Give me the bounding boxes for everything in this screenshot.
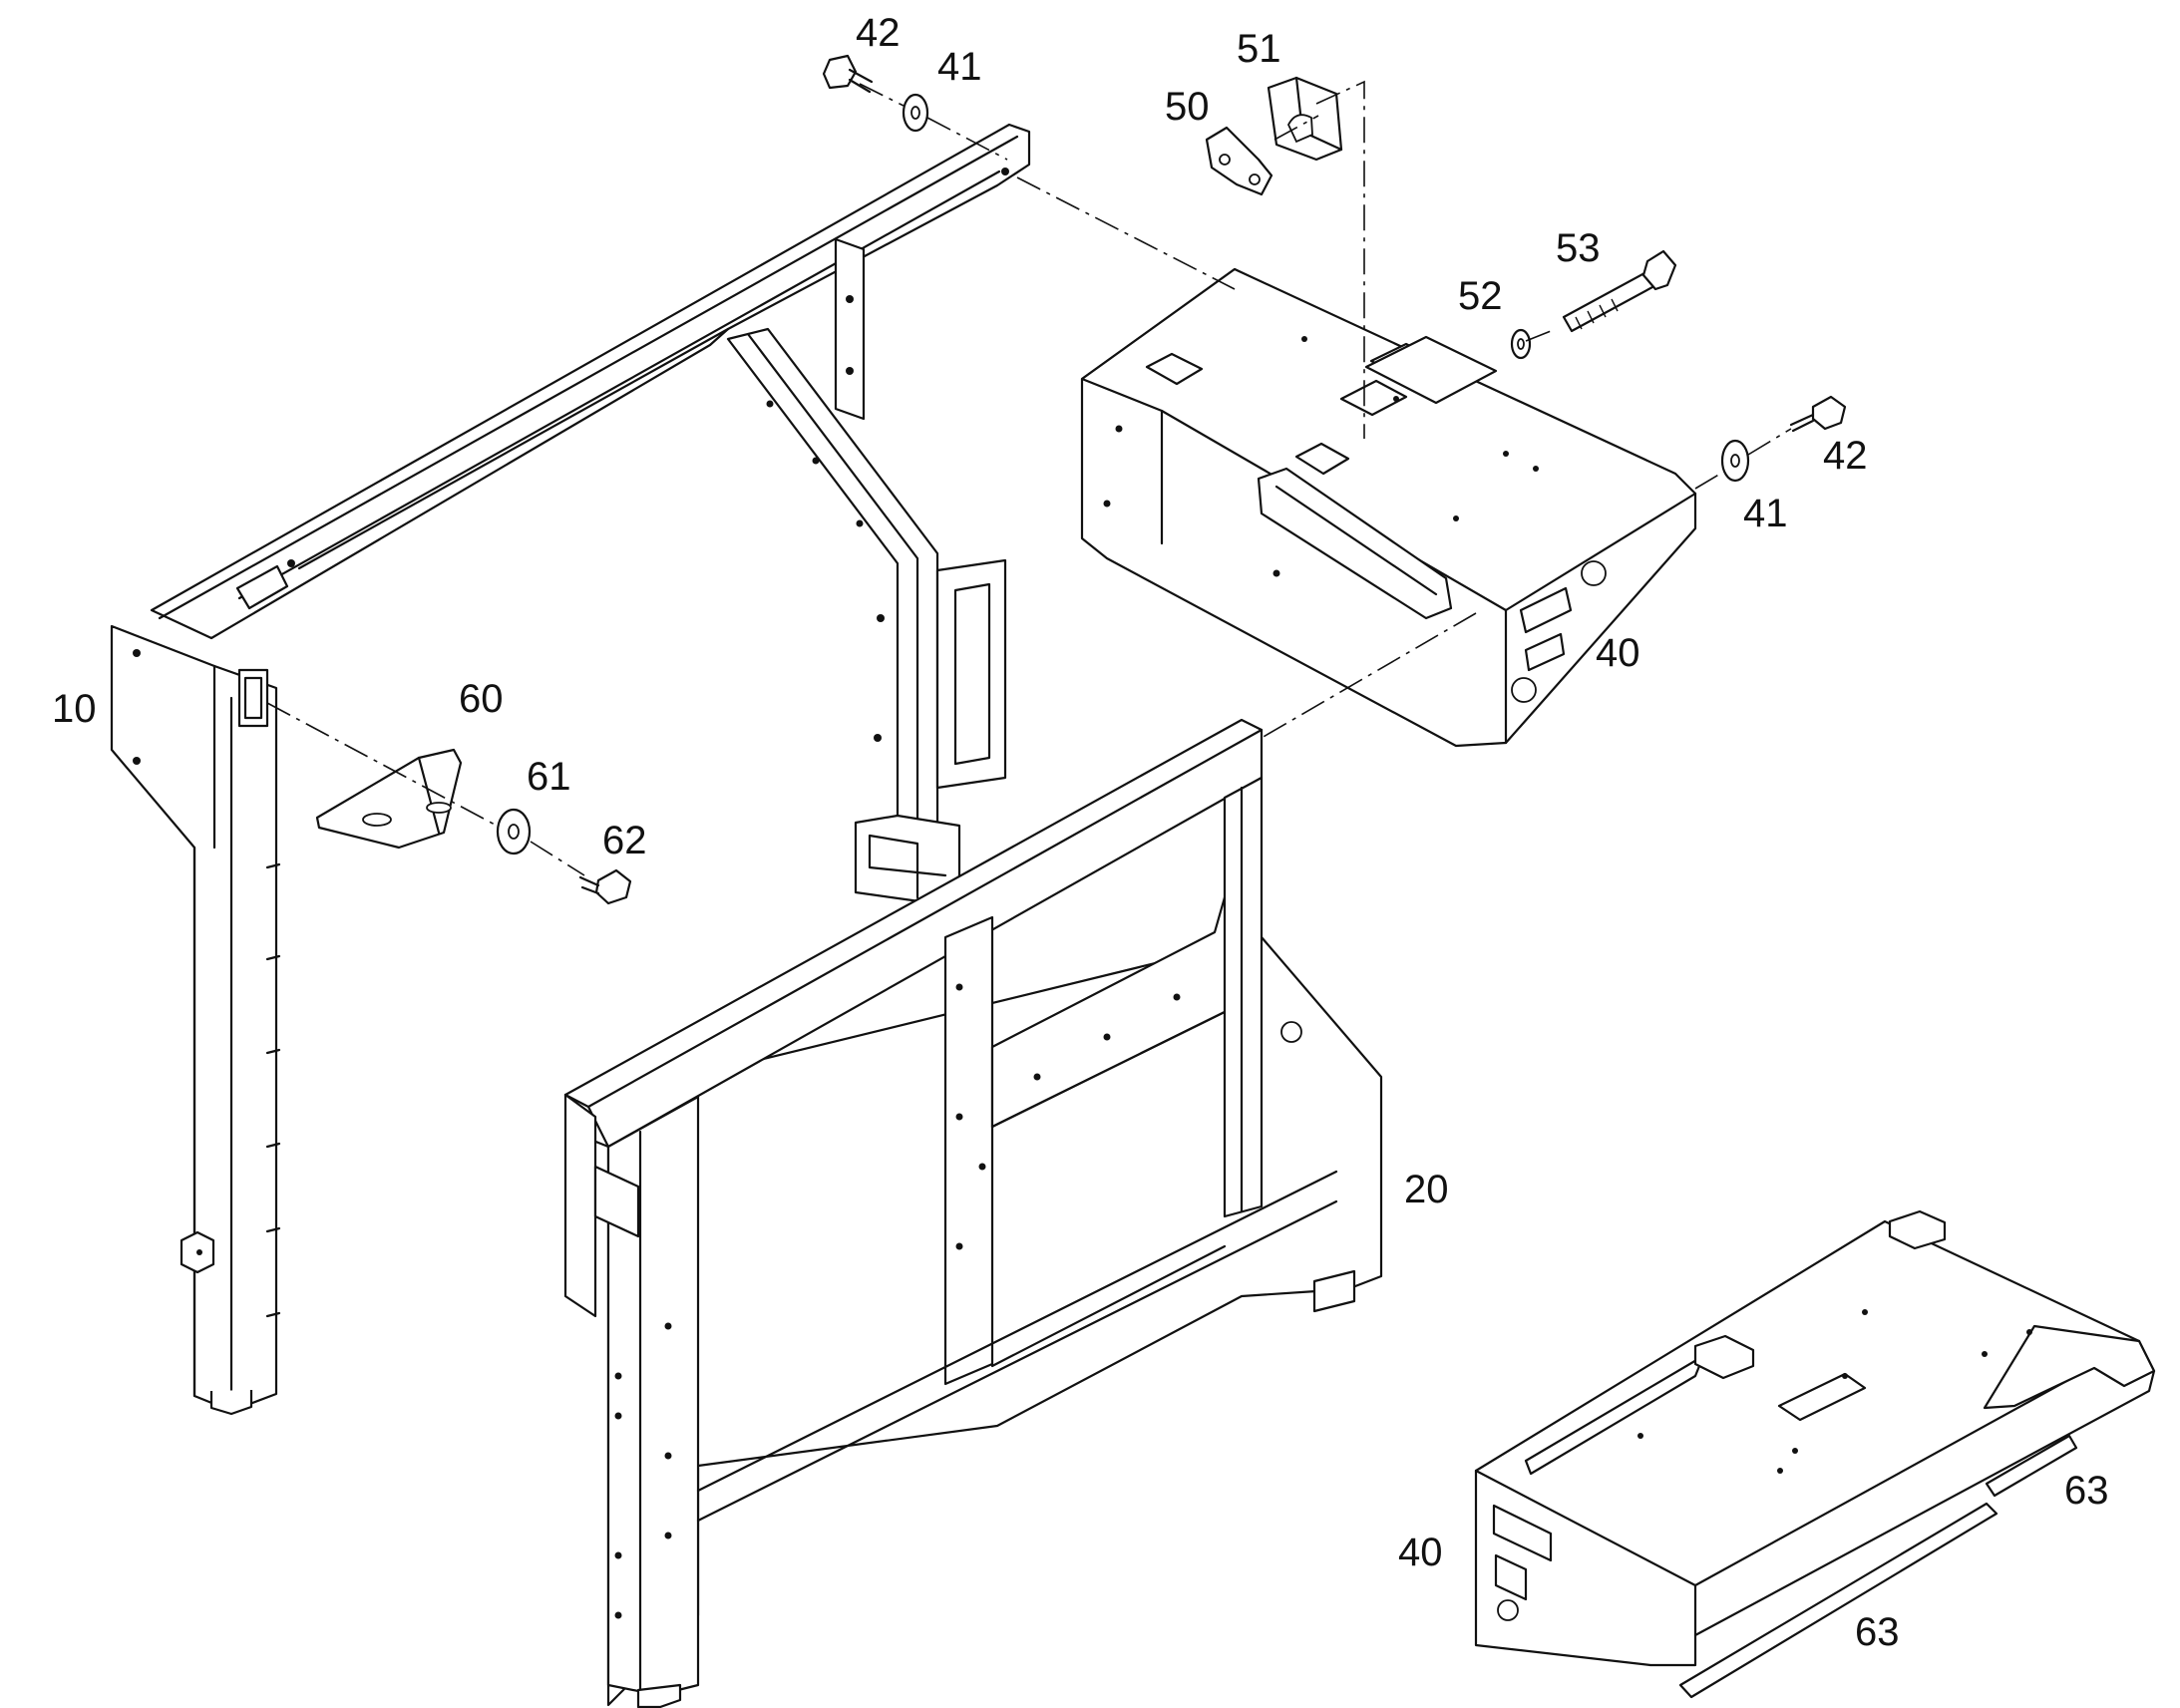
upper-frame-part-10 bbox=[110, 123, 1031, 1416]
bolt-part-42-upper bbox=[822, 54, 874, 94]
assembly-axis-lines bbox=[266, 80, 1792, 876]
callout-40-lower: 40 bbox=[1398, 1531, 1443, 1574]
rod-part-63-short bbox=[1985, 1434, 2078, 1498]
callout-62: 62 bbox=[602, 819, 647, 862]
callout-20: 20 bbox=[1404, 1168, 1449, 1211]
washer-part-41-right bbox=[1720, 439, 1750, 483]
washer-part-61 bbox=[496, 808, 532, 855]
callout-51: 51 bbox=[1237, 27, 1281, 71]
callout-labels: 42 41 51 50 53 52 42 41 40 10 60 61 62 2… bbox=[52, 11, 2109, 1654]
callout-10: 10 bbox=[52, 687, 97, 731]
callout-41-upper: 41 bbox=[937, 45, 982, 89]
callout-41-right: 41 bbox=[1743, 492, 1788, 535]
long-bolt-part-53 bbox=[1562, 249, 1677, 333]
bracket-part-60 bbox=[315, 748, 463, 850]
bolt-part-62 bbox=[578, 868, 632, 905]
callout-63-short: 63 bbox=[2064, 1469, 2109, 1513]
washer-part-41-upper bbox=[902, 93, 929, 133]
callout-60: 60 bbox=[459, 677, 504, 721]
washer-part-52 bbox=[1510, 328, 1532, 360]
block-part-51 bbox=[1267, 76, 1343, 162]
callout-42-right: 42 bbox=[1823, 434, 1868, 478]
callout-53: 53 bbox=[1556, 226, 1601, 270]
callout-50: 50 bbox=[1165, 85, 1210, 129]
rod-part-63-long bbox=[1678, 1502, 1998, 1699]
clip-plate-part-50 bbox=[1205, 126, 1273, 196]
callout-52: 52 bbox=[1458, 274, 1503, 318]
callout-63-long: 63 bbox=[1855, 1610, 1900, 1654]
lower-frame-part-20 bbox=[563, 718, 1383, 1708]
tray-part-40-lower bbox=[1474, 1209, 2156, 1667]
tray-part-40-upper bbox=[1080, 267, 1697, 748]
callout-61: 61 bbox=[527, 755, 571, 799]
bolt-part-42-right bbox=[1789, 395, 1847, 433]
callout-42-upper: 42 bbox=[856, 11, 901, 55]
callout-40-upper: 40 bbox=[1596, 631, 1640, 675]
